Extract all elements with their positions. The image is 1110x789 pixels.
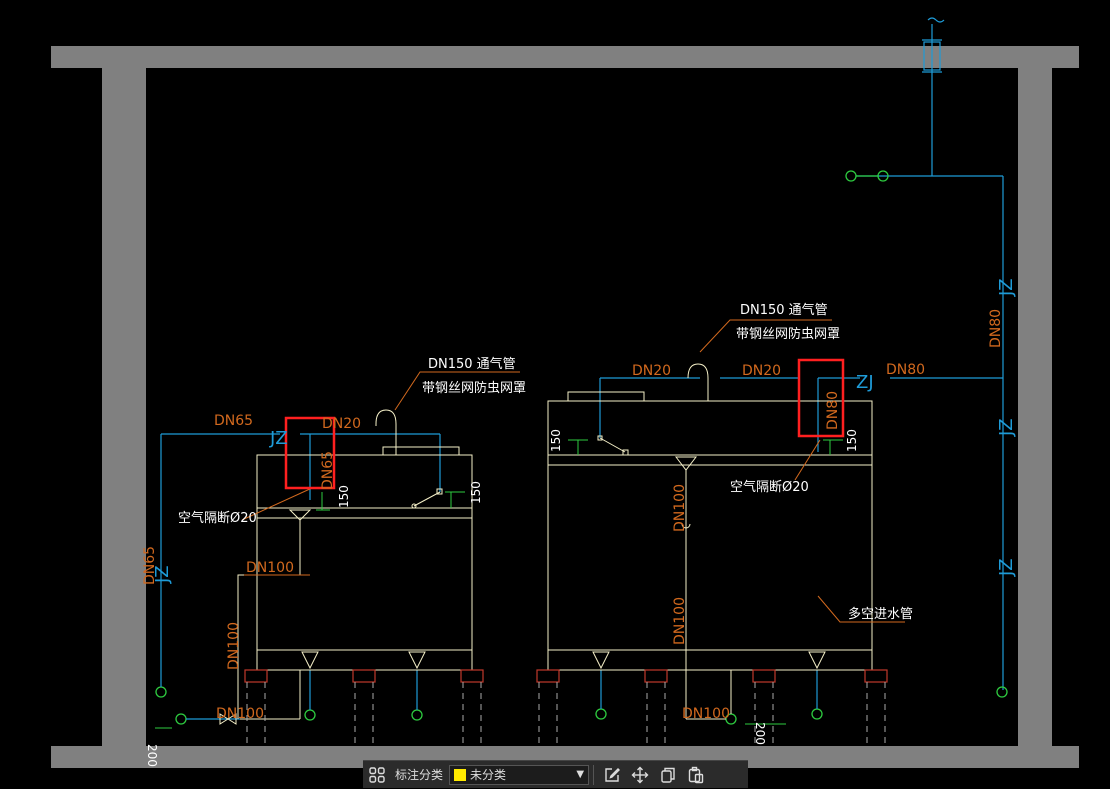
label-jz-left-vertical: JZ: [152, 565, 173, 584]
label-dn65-vertical: DN65: [320, 451, 336, 490]
edit-icon[interactable]: [598, 761, 626, 789]
foundation-piles: [244, 669, 888, 683]
category-dropdown[interactable]: 未分类 ▼: [449, 764, 590, 785]
label-vent-left-1: DN150 通气管: [428, 356, 516, 372]
paste-icon[interactable]: [682, 761, 710, 789]
dim-150-a: 150: [337, 485, 351, 508]
label-dn100-h: DN100: [246, 560, 294, 576]
label-jz-riser-3: JZ: [996, 558, 1017, 577]
toolbar-divider: [593, 764, 595, 785]
category-color-swatch: [454, 768, 467, 781]
label-multi-inlet: 多空进水管: [848, 606, 913, 622]
building-walls: [51, 46, 1079, 768]
highlight-boxes: [284, 358, 845, 490]
chevron-down-icon: ▼: [576, 769, 585, 780]
label-dn65-riser: DN65: [142, 546, 158, 585]
label-air-gap-left: 空气隔断Ø20: [178, 510, 257, 526]
label-jz-riser-2: JZ: [996, 418, 1017, 437]
label-dn20-right: DN20: [742, 363, 781, 379]
label-dn80-riser: DN80: [988, 309, 1004, 348]
label-dn80-vertical: DN80: [825, 391, 841, 430]
riser-pipe-right: [818, 175, 1004, 690]
category-label: 标注分类: [395, 768, 444, 782]
pipes-right: [599, 377, 819, 709]
left-wall: [102, 68, 146, 748]
label-jz-riser-1: JZ: [996, 278, 1017, 297]
label-dn65: DN65: [214, 413, 253, 429]
label-zj-right: ZJ: [856, 372, 874, 393]
label-dn100-bottom: DN100: [682, 706, 730, 722]
copy-icon[interactable]: [654, 761, 682, 789]
label-air-gap-right: 空气隔断Ø20: [730, 479, 809, 495]
label-dn20-mid: DN20: [632, 363, 671, 379]
dim-150-d: 150: [845, 429, 859, 452]
drawing-labels: DN65 DN20 DN20 DN20 DN80 JZ ZJ DN150 通气管…: [142, 278, 1017, 767]
roof-penetration: [922, 17, 945, 176]
pile-dashes: [246, 682, 886, 746]
label-dn20-left: DN20: [322, 416, 361, 432]
dimension-marks: [155, 439, 843, 729]
category-value: 未分类: [470, 768, 507, 782]
label-vent-left-2: 带钢丝网防虫网罩: [422, 380, 526, 396]
label-dn100-vertical-lower: DN100: [672, 597, 688, 645]
roof-slab: [51, 46, 1079, 68]
label-jz-left: JZ: [269, 428, 288, 449]
move-icon[interactable]: [626, 761, 654, 789]
dim-150-b: 150: [469, 481, 483, 504]
dim-200-left: 200: [145, 744, 159, 767]
pipes-left: [160, 433, 441, 720]
floor-slab: [51, 746, 1079, 768]
gate-valve: [219, 713, 237, 725]
label-dn100-vertical-upper: DN100: [672, 484, 688, 532]
grid-icon[interactable]: [363, 761, 391, 789]
label-dn100-vertical-left: DN100: [226, 622, 242, 670]
dim-200-right: 200: [753, 722, 767, 745]
label-vent-right-2: 带钢丝网防虫网罩: [736, 326, 840, 342]
leader-lines: [241, 319, 905, 623]
right-wall: [1018, 68, 1052, 748]
annotation-toolbar: 标注分类 未分类 ▼: [363, 760, 748, 788]
float-valves: [411, 435, 629, 509]
label-vent-right-1: DN150 通气管: [740, 302, 828, 318]
dim-150-c: 150: [549, 429, 563, 452]
highlight-box-right: [797, 358, 845, 438]
label-dn80: DN80: [886, 362, 925, 378]
water-tank-right: [547, 363, 873, 720]
highlight-box-left: [284, 416, 336, 490]
label-dn100-bottom-left: DN100: [216, 706, 264, 722]
